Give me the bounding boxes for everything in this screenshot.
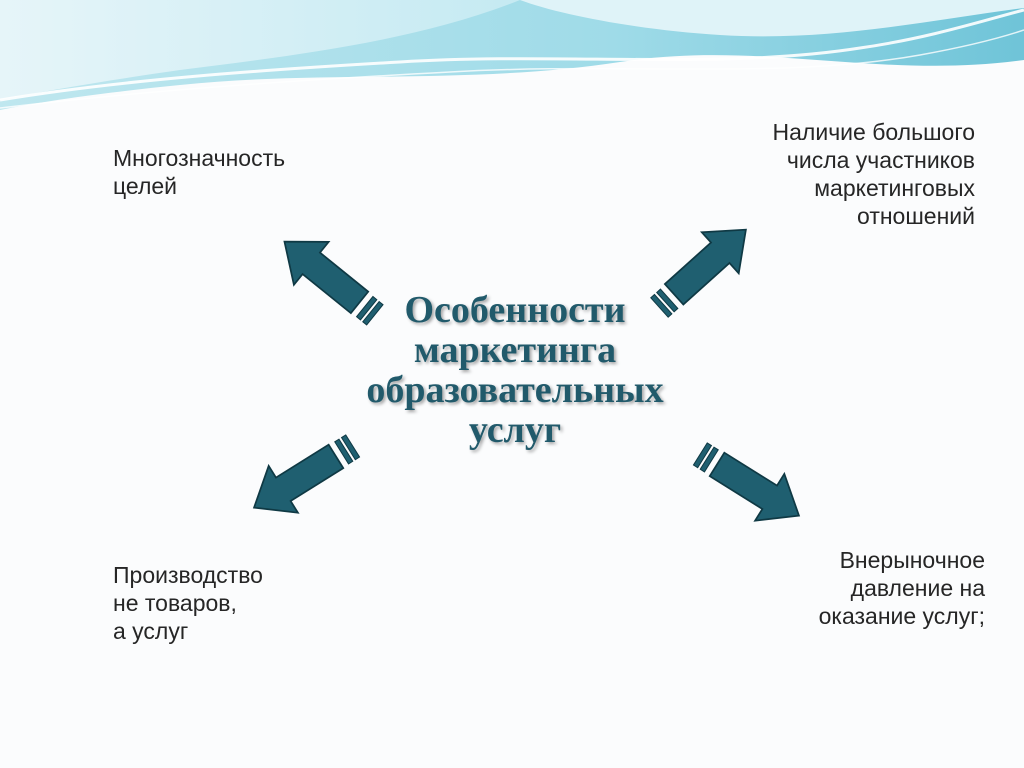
feature-label-top-left: Многозначность целей: [113, 145, 286, 199]
feature-label-bottom-right: Внерыночное давление на оказание услуг;: [818, 547, 985, 629]
arrow-shape: [283, 240, 370, 315]
feature-label-bottom-left: Производство не товаров, а услуг: [113, 562, 263, 644]
wave-decoration: [0, 0, 1024, 110]
diagram-title: Особенности маркетинга образовательных у…: [366, 289, 664, 451]
feature-label-top-right: Наличие большого числа участников маркет…: [772, 119, 975, 229]
